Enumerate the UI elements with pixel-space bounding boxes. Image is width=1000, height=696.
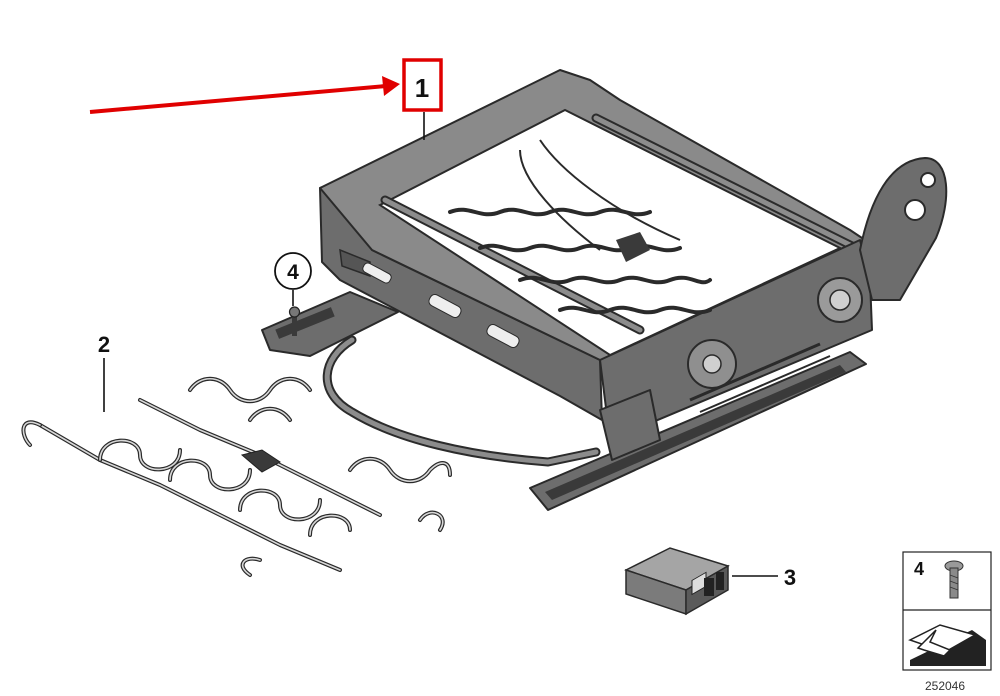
seat-frame[interactable] [261, 69, 948, 511]
legend-number: 4 [914, 559, 924, 579]
part-4-screw-on-rail[interactable] [288, 306, 301, 336]
callout-1[interactable]: 1 [415, 73, 429, 103]
part-3-connector[interactable] [624, 547, 730, 616]
callout-4[interactable]: 4 [287, 261, 299, 284]
callout-2[interactable]: 2 [98, 332, 110, 357]
red-arrow [89, 76, 400, 114]
screw-icon [944, 560, 964, 599]
recliner-bracket [859, 157, 948, 301]
highlight-box [402, 58, 443, 112]
legend-box: 4 [902, 551, 992, 671]
seat-spring-mat[interactable] [21, 376, 452, 577]
image-number: 252046 [925, 679, 965, 693]
frame-seat-springs [448, 139, 712, 315]
left-seat-rail [261, 291, 399, 357]
location-arrow-icon [908, 624, 986, 666]
callout-3[interactable]: 3 [784, 565, 796, 590]
callout-4-circle [274, 252, 312, 290]
